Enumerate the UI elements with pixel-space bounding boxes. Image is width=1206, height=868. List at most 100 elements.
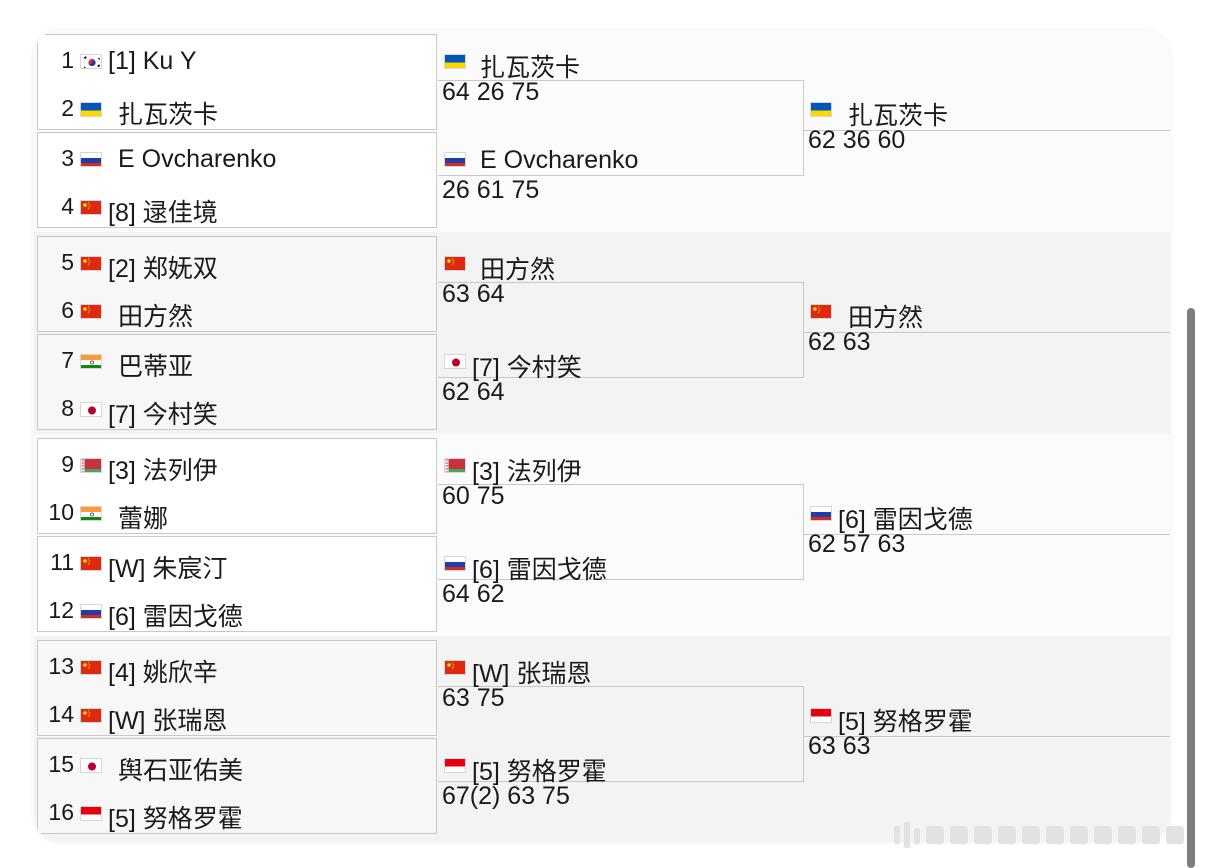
player-name: [W] 张瑞恩	[108, 707, 228, 735]
flag-ind-icon	[80, 354, 102, 369]
match-score: 63 63	[808, 732, 871, 760]
round2-slot-5[interactable]: [3] 法列伊 60 75	[442, 436, 802, 510]
player-name: [5] 努格罗霍	[108, 805, 243, 833]
draw-bracket: 1 [1] Ku Y 2 扎瓦茨卡 3 E Ovcharenko	[34, 30, 1170, 842]
draw-position: 3	[61, 145, 74, 171]
player-name: [2] 郑妩双	[108, 255, 218, 283]
player-name: 田方然	[118, 303, 194, 331]
round3-connector	[804, 332, 1170, 333]
player-name: 扎瓦茨卡	[480, 54, 581, 82]
draw-player-1[interactable]: 1 [1] Ku Y	[38, 37, 436, 85]
player-name: [3] 法列伊	[108, 457, 218, 485]
player-name: [6] 雷因戈德	[838, 506, 973, 534]
match-score: 60 75	[442, 482, 505, 510]
match-3[interactable]: 5 [2] 郑妩双 6 田方然	[37, 236, 437, 332]
draw-player-10[interactable]: 10 蕾娜	[38, 489, 436, 537]
watermark-icon	[894, 822, 1184, 848]
round2-slot-1[interactable]: 扎瓦茨卡 64 26 75	[442, 32, 802, 106]
round2-slot-6[interactable]: [6] 雷因戈德 64 62	[442, 534, 802, 608]
player-name: [5] 努格罗霍	[838, 708, 973, 736]
draw-player-6[interactable]: 6 田方然	[38, 287, 436, 335]
flag-rus-icon	[80, 152, 102, 167]
round2-slot-4[interactable]: [7] 今村笑 62 64	[442, 332, 802, 406]
flag-jpn-icon	[80, 758, 102, 773]
flag-kor-icon	[80, 54, 102, 69]
draw-player-12[interactable]: 12 [6] 雷因戈德	[38, 587, 436, 635]
round2-slot-7[interactable]: [W] 张瑞恩 63 75	[442, 638, 802, 712]
draw-player-3[interactable]: 3 E Ovcharenko	[38, 135, 436, 183]
flag-chn-icon	[810, 304, 832, 319]
draw-position: 4	[61, 193, 74, 219]
match-score: 63 64	[442, 280, 505, 308]
player-name: [7] 今村笑	[472, 354, 582, 382]
draw-player-2[interactable]: 2 扎瓦茨卡	[38, 85, 436, 133]
player-name: 蕾娜	[118, 505, 169, 533]
player-name: [6] 雷因戈德	[108, 603, 243, 631]
draw-position: 6	[61, 297, 74, 323]
round3-slot-2[interactable]: 田方然 62 63	[808, 282, 1168, 356]
flag-chn-icon	[80, 660, 102, 675]
match-score: 64 26 75	[442, 78, 540, 106]
vertical-scrollbar[interactable]	[1187, 308, 1195, 868]
flag-chn-icon	[444, 660, 466, 675]
flag-chn-icon	[80, 304, 102, 319]
player-name: [W] 张瑞恩	[472, 660, 592, 688]
player-name: 舆石亚佑美	[118, 757, 244, 785]
match-2[interactable]: 3 E Ovcharenko 4 [8] 逯佳境	[37, 132, 437, 228]
flag-jpn-icon	[80, 402, 102, 417]
match-1[interactable]: 1 [1] Ku Y 2 扎瓦茨卡	[37, 34, 437, 130]
draw-position: 7	[61, 347, 74, 373]
round2-slot-2[interactable]: E Ovcharenko 26 61 75	[442, 130, 802, 204]
draw-position: 16	[48, 799, 74, 825]
player-name: [8] 逯佳境	[108, 199, 218, 227]
round2-connector	[438, 282, 804, 378]
match-score: 62 36 60	[808, 126, 906, 154]
match-score: 62 64	[442, 378, 505, 406]
draw-player-13[interactable]: 13 [4] 姚欣辛	[38, 643, 436, 691]
draw-player-5[interactable]: 5 [2] 郑妩双	[38, 239, 436, 287]
draw-player-15[interactable]: 15 舆石亚佑美	[38, 741, 436, 789]
draw-player-7[interactable]: 7 巴蒂亚	[38, 337, 436, 385]
bracket-section-4: 13 [4] 姚欣辛 14 [W] 张瑞恩 15 舆石亚佑美	[34, 636, 1170, 842]
match-score: 62 57 63	[808, 530, 906, 558]
draw-position: 8	[61, 395, 74, 421]
bracket-section-1: 1 [1] Ku Y 2 扎瓦茨卡 3 E Ovcharenko	[34, 30, 1170, 232]
player-name: 扎瓦茨卡	[118, 101, 219, 129]
match-6[interactable]: 11 [W] 朱宸汀 12 [6] 雷因戈德	[37, 536, 437, 632]
player-name: [7] 今村笑	[108, 401, 218, 429]
round3-slot-4[interactable]: [5] 努格罗霍 63 63	[808, 686, 1168, 760]
draw-player-9[interactable]: 9 [3] 法列伊	[38, 441, 436, 489]
match-4[interactable]: 7 巴蒂亚 8 [7] 今村笑	[37, 334, 437, 430]
match-score: 63 75	[442, 684, 505, 712]
match-score: 62 63	[808, 328, 871, 356]
draw-position: 9	[61, 451, 74, 477]
flag-ukr-icon	[810, 102, 832, 117]
draw-position: 14	[48, 701, 74, 727]
draw-player-11[interactable]: 11 [W] 朱宸汀	[38, 539, 436, 587]
flag-jpn-icon	[444, 354, 466, 369]
round3-slot-3[interactable]: [6] 雷因戈德 62 57 63	[808, 484, 1168, 558]
bracket-section-3: 9 [3] 法列伊 10 蕾娜 11 [W] 朱宸汀	[34, 434, 1170, 636]
round2-slot-8[interactable]: [5] 努格罗霍 67(2) 63 75	[442, 736, 802, 810]
draw-player-8[interactable]: 8 [7] 今村笑	[38, 385, 436, 433]
match-score: 64 62	[442, 580, 505, 608]
round3-connector	[804, 534, 1170, 535]
round3-slot-1[interactable]: 扎瓦茨卡 62 36 60	[808, 80, 1168, 154]
match-7[interactable]: 13 [4] 姚欣辛 14 [W] 张瑞恩	[37, 640, 437, 736]
flag-idn-icon	[810, 708, 832, 723]
match-5[interactable]: 9 [3] 法列伊 10 蕾娜	[37, 438, 437, 534]
player-name: 田方然	[480, 256, 556, 284]
player-name: 扎瓦茨卡	[848, 102, 949, 130]
draw-player-14[interactable]: 14 [W] 张瑞恩	[38, 691, 436, 739]
flag-rus-icon	[810, 506, 832, 521]
draw-player-16[interactable]: 16 [5] 努格罗霍	[38, 789, 436, 837]
flag-chn-icon	[80, 200, 102, 215]
flag-chn-icon	[444, 256, 466, 271]
draw-player-4[interactable]: 4 [8] 逯佳境	[38, 183, 436, 231]
flag-blr-icon	[444, 458, 466, 473]
round2-connector	[438, 80, 804, 176]
match-8[interactable]: 15 舆石亚佑美 16 [5] 努格罗霍	[37, 738, 437, 834]
flag-rus-icon	[80, 604, 102, 619]
flag-ukr-icon	[444, 54, 466, 69]
round2-slot-3[interactable]: 田方然 63 64	[442, 234, 802, 308]
